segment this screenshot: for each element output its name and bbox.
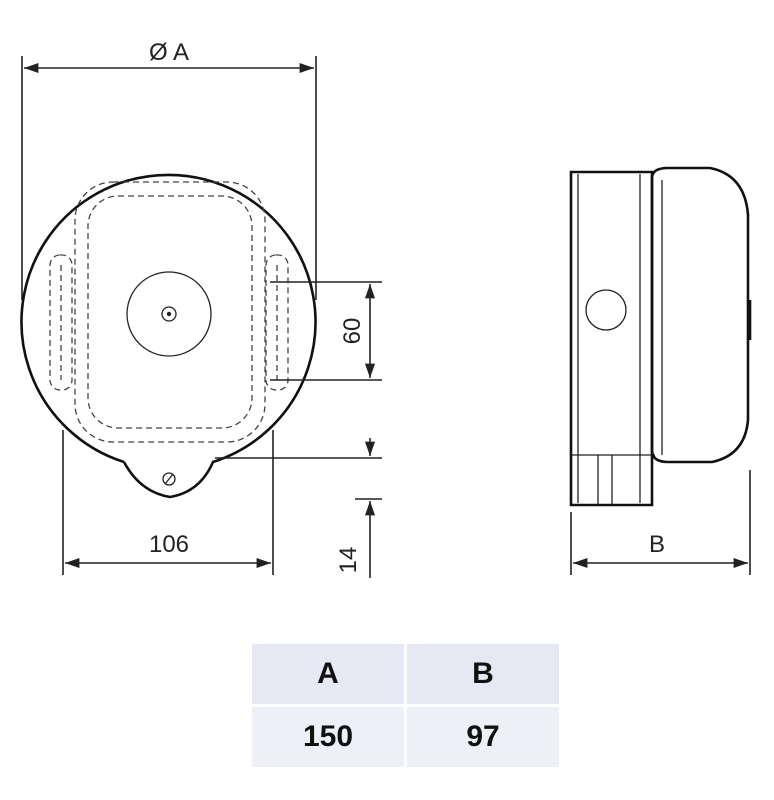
depth-b-label: B bbox=[649, 531, 665, 558]
side-hole bbox=[585, 289, 627, 331]
dome-cover bbox=[650, 166, 750, 464]
width-106-label: 106 bbox=[149, 531, 189, 558]
dimension-table: A B 150 97 bbox=[249, 641, 562, 770]
front-view: Ø A 60 bbox=[20, 39, 382, 578]
center-boss bbox=[126, 271, 212, 357]
height-60-label: 60 bbox=[339, 318, 366, 345]
hidden-cavity-inner bbox=[87, 195, 253, 429]
table-value-a: 150 bbox=[252, 707, 404, 767]
offset-14-label: 14 bbox=[335, 547, 362, 574]
mounting-hole bbox=[162, 472, 176, 486]
hidden-cavity-outer bbox=[74, 181, 266, 443]
hidden-slot-left bbox=[49, 254, 73, 391]
table-value-b: 97 bbox=[407, 707, 559, 767]
side-view: B bbox=[569, 166, 752, 575]
dimension-drawing: Ø A 60 bbox=[20, 39, 752, 578]
table-header-b: B bbox=[407, 644, 559, 704]
body-outline bbox=[20, 173, 317, 499]
table-header-a: A bbox=[252, 644, 404, 704]
hidden-slot-right bbox=[265, 254, 289, 391]
center-hole bbox=[161, 306, 177, 322]
base-plate bbox=[569, 170, 654, 507]
table-header-row: A B bbox=[252, 644, 559, 704]
table-value-row: 150 97 bbox=[252, 707, 559, 767]
diameter-a-label: Ø A bbox=[149, 39, 189, 66]
